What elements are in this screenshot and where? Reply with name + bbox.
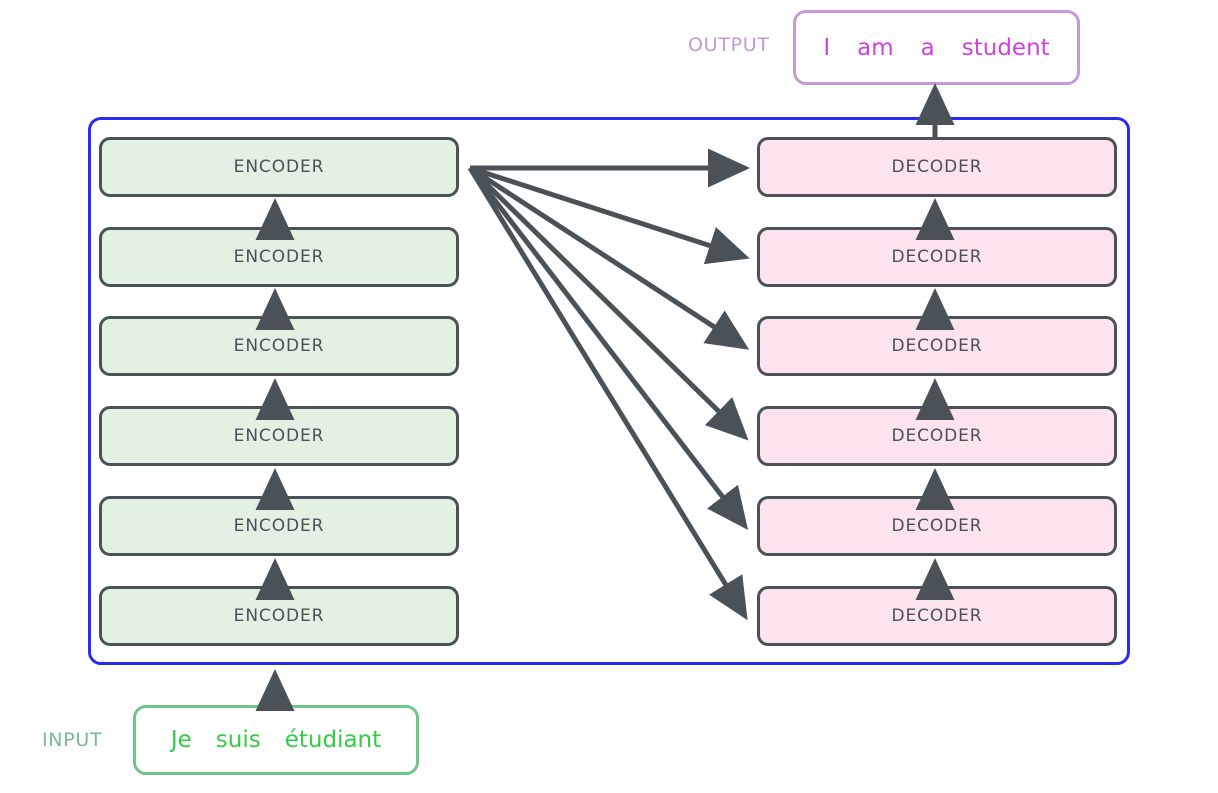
encoder-label: ENCODER	[233, 336, 325, 356]
input-token: Je	[170, 727, 192, 753]
encoder-label: ENCODER	[233, 516, 325, 536]
encoder-layer-5[interactable]: ENCODER	[99, 496, 459, 556]
model-container	[88, 117, 1130, 665]
decoder-label: DECODER	[891, 606, 983, 626]
encoder-label: ENCODER	[233, 426, 325, 446]
input-tokens: Je suis étudiant	[171, 727, 381, 753]
encoder-layer-1[interactable]: ENCODER	[99, 137, 459, 197]
decoder-label: DECODER	[891, 157, 983, 177]
encoder-to-decoder-arrow-3	[468, 165, 750, 350]
decoder-label: DECODER	[891, 336, 983, 356]
output-tokens: I am a student	[823, 35, 1049, 61]
output-token: I	[823, 34, 831, 61]
output-token: am	[857, 34, 894, 61]
encoder-to-decoder-arrow-4	[468, 166, 749, 441]
input-label: INPUT	[42, 729, 103, 751]
encoder-to-decoder-arrow-6	[467, 166, 748, 621]
encoder-label: ENCODER	[233, 157, 325, 177]
decoder-layer-1[interactable]: DECODER	[757, 137, 1117, 197]
input-token: étudiant	[284, 727, 382, 753]
output-token: a	[920, 34, 935, 61]
encoder-label: ENCODER	[233, 247, 325, 267]
output-label: OUTPUT	[688, 34, 770, 56]
encoder-to-decoder-arrow-2	[469, 165, 750, 265]
decoder-label: DECODER	[891, 247, 983, 267]
decoder-label: DECODER	[891, 516, 983, 536]
output-token: student	[961, 34, 1050, 61]
encoder-to-decoder-arrow-5	[468, 166, 749, 530]
input-token: suis	[215, 727, 261, 753]
encoder-label: ENCODER	[233, 606, 325, 626]
decoder-label: DECODER	[891, 426, 983, 446]
